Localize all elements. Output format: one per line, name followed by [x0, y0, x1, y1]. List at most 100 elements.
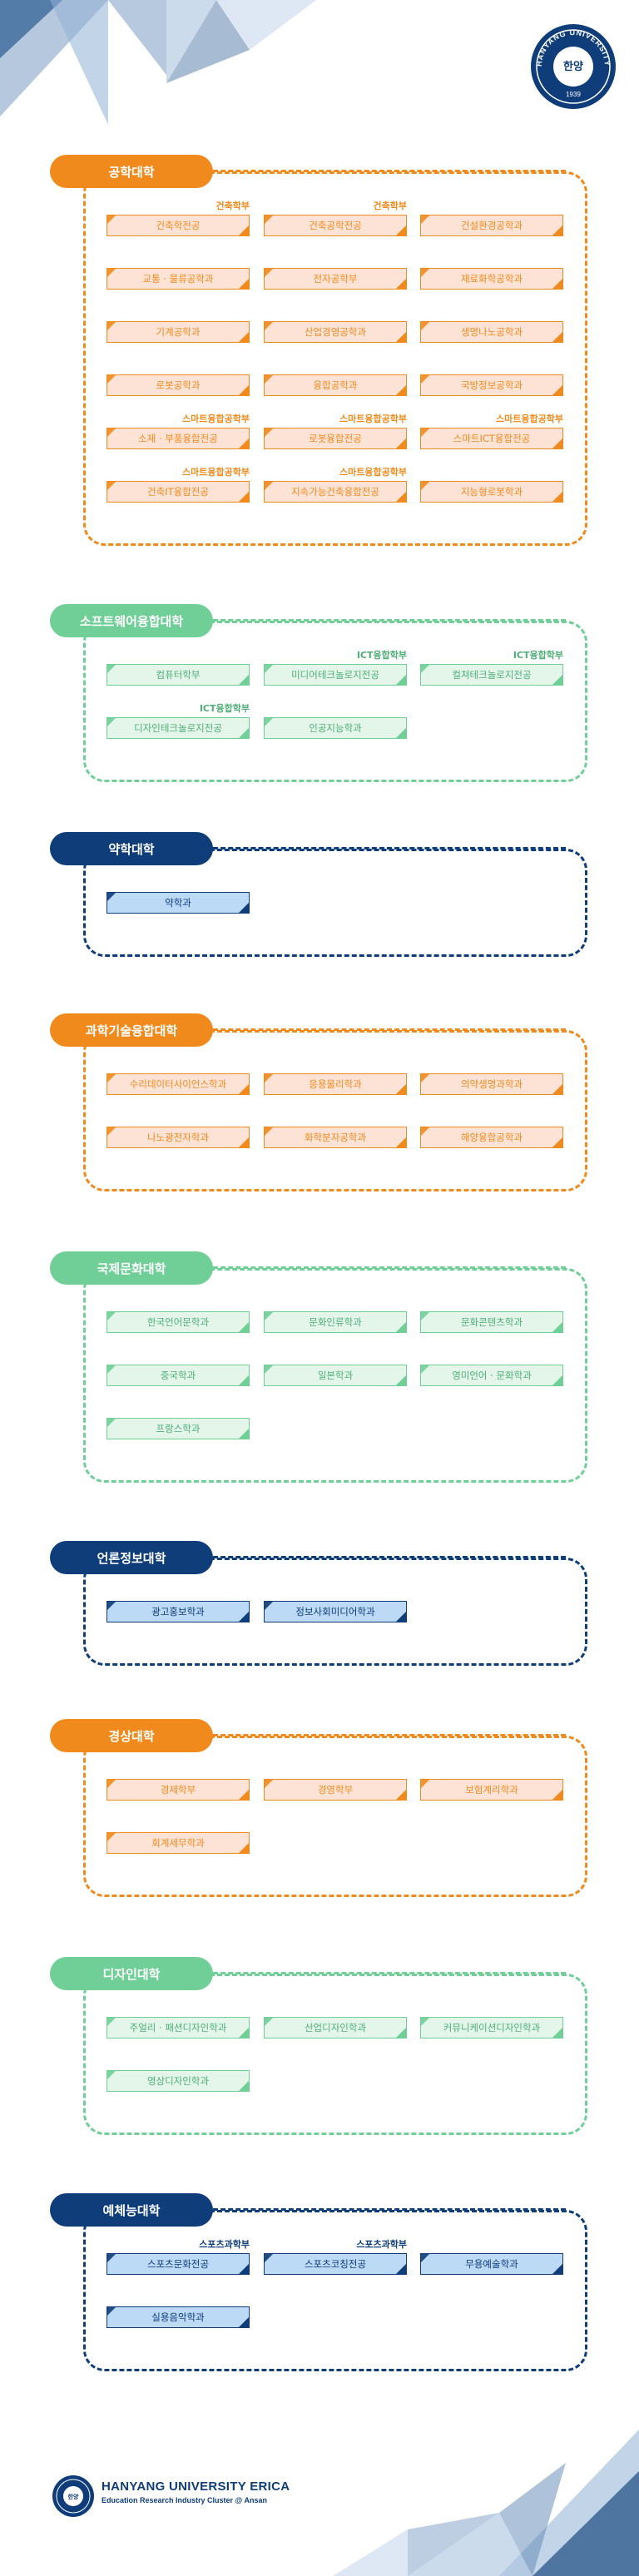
department-item[interactable]: 산업경영공학과	[264, 306, 407, 343]
department-item[interactable]: 주얼리 · 패션디자인학과	[106, 2002, 250, 2039]
department-label[interactable]: 컴퓨터학부	[106, 664, 250, 686]
department-item[interactable]: 보험계리학과	[420, 1764, 563, 1801]
department-item[interactable]: 기계공학과	[106, 306, 250, 343]
department-item[interactable]: 전자공학부	[264, 253, 407, 290]
department-label[interactable]: 수리데이터사이언스학과	[106, 1073, 250, 1095]
department-item[interactable]: 영미언어 · 문화학과	[420, 1350, 563, 1386]
department-label[interactable]: 로봇융합전공	[264, 428, 407, 449]
department-item[interactable]: 건설환경공학과	[420, 200, 563, 236]
department-label[interactable]: 건설환경공학과	[420, 215, 563, 236]
department-item[interactable]: 광고홍보학과	[106, 1586, 250, 1622]
department-label[interactable]: 해양융합공학과	[420, 1127, 563, 1148]
department-item[interactable]: 해양융합공학과	[420, 1112, 563, 1148]
department-label[interactable]: 나노광전자학과	[106, 1127, 250, 1148]
department-label[interactable]: 화학분자공학과	[264, 1127, 407, 1148]
department-label[interactable]: 스마트ICT융합전공	[420, 428, 563, 449]
department-label[interactable]: 생명나노공학과	[420, 321, 563, 343]
department-label[interactable]: 영상디자인학과	[106, 2070, 250, 2092]
department-label[interactable]: 교통 · 물류공학과	[106, 268, 250, 290]
department-label[interactable]: 의약생명과학과	[420, 1073, 563, 1095]
department-label[interactable]: 융합공학과	[264, 374, 407, 396]
department-label[interactable]: 정보사회미디어학과	[264, 1601, 407, 1622]
department-item[interactable]: 국방정보공학과	[420, 359, 563, 396]
department-label[interactable]: 경영학부	[264, 1779, 407, 1801]
department-item[interactable]: 수리데이터사이언스학과	[106, 1058, 250, 1095]
department-label[interactable]: 주얼리 · 패션디자인학과	[106, 2017, 250, 2039]
department-item[interactable]: 실용음악학과	[106, 2291, 250, 2328]
department-label[interactable]: 미디어테크놀로지전공	[264, 664, 407, 686]
department-item[interactable]: 교통 · 물류공학과	[106, 253, 250, 290]
department-item[interactable]: 경제학부	[106, 1764, 250, 1801]
department-label[interactable]: 실용음악학과	[106, 2306, 250, 2328]
department-item[interactable]: 컴퓨터학부	[106, 649, 250, 686]
department-label[interactable]: 로봇공학과	[106, 374, 250, 396]
department-label[interactable]: 문화콘텐츠학과	[420, 1311, 563, 1333]
department-item[interactable]: 무용예술학과	[420, 2238, 563, 2275]
department-item[interactable]: 일본학과	[264, 1350, 407, 1386]
department-label[interactable]: 디자인테크놀로지전공	[106, 717, 250, 739]
department-label[interactable]: 국방정보공학과	[420, 374, 563, 396]
department-item[interactable]: 한국언어문학과	[106, 1296, 250, 1333]
department-item[interactable]: 로봇공학과	[106, 359, 250, 396]
department-item[interactable]: 화학분자공학과	[264, 1112, 407, 1148]
department-item[interactable]: 응용물리학과	[264, 1058, 407, 1095]
department-label[interactable]: 기계공학과	[106, 321, 250, 343]
department-item[interactable]: 중국학과	[106, 1350, 250, 1386]
department-label[interactable]: 약학과	[106, 892, 250, 914]
department-label[interactable]: 스포츠문화전공	[106, 2253, 250, 2275]
department-label[interactable]: 전자공학부	[264, 268, 407, 290]
department-label[interactable]: 중국학과	[106, 1365, 250, 1386]
department-item[interactable]: 회계세무학과	[106, 1817, 250, 1854]
department-item[interactable]: 문화인류학과	[264, 1296, 407, 1333]
department-label[interactable]: 건축학전공	[106, 215, 250, 236]
department-item[interactable]: 커뮤니케이션디자인학과	[420, 2002, 563, 2039]
department-label[interactable]: 광고홍보학과	[106, 1601, 250, 1622]
department-label[interactable]: 소재 · 부품융합전공	[106, 428, 250, 449]
department-item[interactable]: 인공지능학과	[264, 702, 407, 739]
department-label[interactable]: 커뮤니케이션디자인학과	[420, 2017, 563, 2039]
department-item[interactable]: 나노광전자학과	[106, 1112, 250, 1148]
department-label[interactable]: 스포츠코칭전공	[264, 2253, 407, 2275]
department-label[interactable]: 일본학과	[264, 1365, 407, 1386]
department-item[interactable]: 생명나노공학과	[420, 306, 563, 343]
department-label[interactable]: 프랑스학과	[106, 1418, 250, 1439]
department-label[interactable]: 산업디자인학과	[264, 2017, 407, 2039]
department-label[interactable]: 응용물리학과	[264, 1073, 407, 1095]
department-label[interactable]: 보험계리학과	[420, 1779, 563, 1801]
department-label[interactable]: 인공지능학과	[264, 717, 407, 739]
department-label[interactable]: 건축IT융합전공	[106, 481, 250, 503]
department-label[interactable]: 무용예술학과	[420, 2253, 563, 2275]
department-item[interactable]: 의약생명과학과	[420, 1058, 563, 1095]
department-label[interactable]: 지능형로봇학과	[420, 481, 563, 503]
department-label[interactable]: 문화인류학과	[264, 1311, 407, 1333]
department-item[interactable]: 지능형로봇학과	[420, 466, 563, 503]
department-item[interactable]: 정보사회미디어학과	[264, 1586, 407, 1622]
department-label[interactable]: 한국언어문학과	[106, 1311, 250, 1333]
department-label[interactable]: 산업경영공학과	[264, 321, 407, 343]
department-item[interactable]: 프랑스학과	[106, 1403, 250, 1439]
department-label[interactable]: 영미언어 · 문화학과	[420, 1365, 563, 1386]
department-label[interactable]: 건축공학전공	[264, 215, 407, 236]
department-item[interactable]: 산업디자인학과	[264, 2002, 407, 2039]
department-label[interactable]: 컬쳐테크놀로지전공	[420, 664, 563, 686]
department-label[interactable]: 경제학부	[106, 1779, 250, 1801]
department-label[interactable]: 지속가능건축융합전공	[264, 481, 407, 503]
department-item[interactable]: 재료화학공학과	[420, 253, 563, 290]
department-item[interactable]: 문화콘텐츠학과	[420, 1296, 563, 1333]
department-item[interactable]: 영상디자인학과	[106, 2055, 250, 2092]
department-item[interactable]: 약학과	[106, 877, 250, 914]
department-item[interactable]: 경영학부	[264, 1764, 407, 1801]
department-label[interactable]: 재료화학공학과	[420, 268, 563, 290]
